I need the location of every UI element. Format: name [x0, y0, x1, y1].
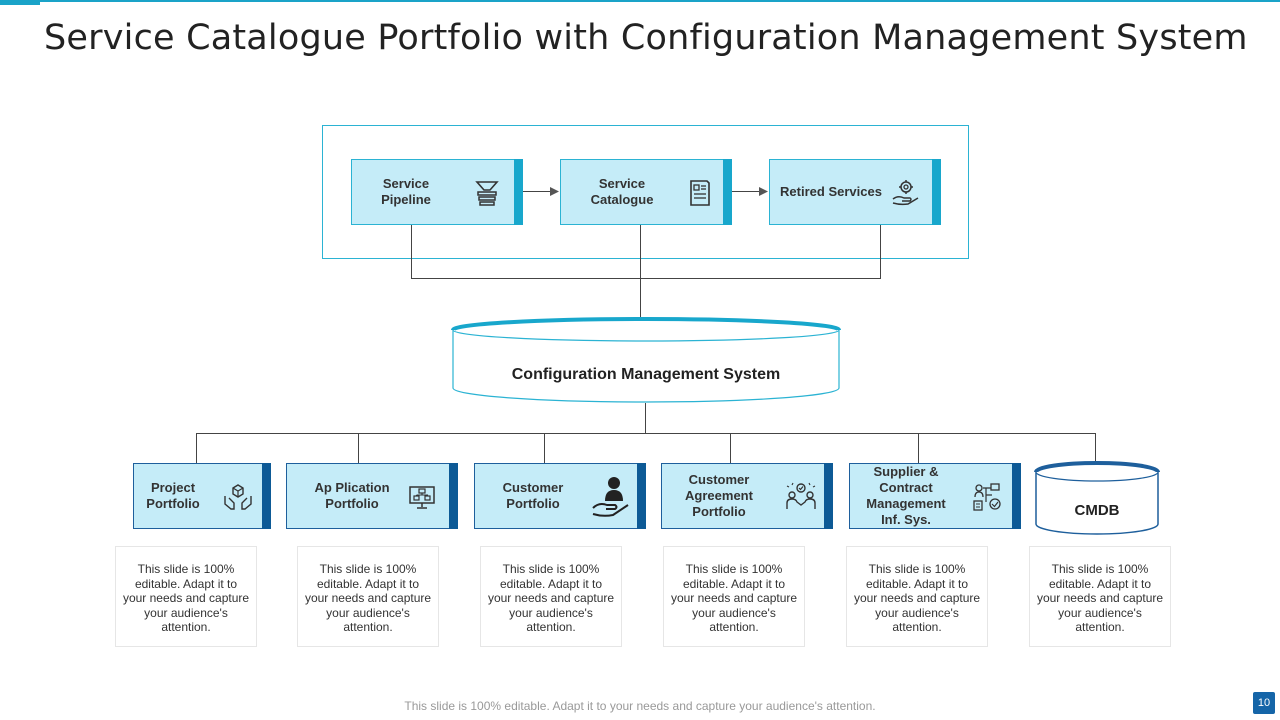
box-accent-bar — [723, 159, 732, 225]
box-accent-bar — [514, 159, 523, 225]
top-rule — [0, 0, 1280, 2]
connector-line — [358, 433, 359, 464]
cmdb-label: CMDB — [1074, 502, 1120, 519]
service-catalogue-box: Service Catalogue — [560, 159, 732, 225]
configuration-management-label: Configuration Management System — [511, 366, 781, 383]
page-title: Service Catalogue Portfolio with Configu… — [44, 18, 1248, 58]
application-portfolio-label: Ap Plication Portfolio — [314, 480, 390, 511]
page-number: 10 — [1253, 692, 1275, 714]
supplier-contract-label: Supplier & Contract Management Inf. Sys. — [866, 464, 946, 527]
project-portfolio-label: Project Portfolio — [146, 480, 200, 511]
connector-line — [411, 225, 412, 279]
retired-services-box: Retired Services — [769, 159, 941, 225]
box-accent-bar — [824, 463, 833, 529]
top-accent-bar — [0, 0, 40, 5]
process-frame — [322, 125, 969, 259]
service-pipeline-box: Service Pipeline — [351, 159, 523, 225]
footer-note: This slide is 100% editable. Adapt it to… — [404, 699, 876, 713]
arrow-head-icon — [759, 187, 768, 196]
connector-line — [411, 278, 881, 279]
box-accent-bar — [262, 463, 271, 529]
hands-cube-icon — [224, 484, 252, 510]
service-pipeline-label: Service Pipeline — [381, 176, 431, 207]
description-box: This slide is 100% editable. Adapt it to… — [297, 546, 439, 647]
funnel-icon — [475, 181, 499, 206]
cmdb-cylinder — [1034, 461, 1160, 535]
connector-line — [640, 225, 641, 321]
description-box: This slide is 100% editable. Adapt it to… — [846, 546, 988, 647]
document-list-icon — [690, 180, 710, 206]
arrow-line — [523, 191, 553, 192]
box-accent-bar — [1012, 463, 1021, 529]
arrow-line — [732, 191, 762, 192]
people-handshake-icon — [786, 482, 816, 509]
person-hand-icon — [592, 477, 629, 517]
box-accent-bar — [637, 463, 646, 529]
connector-line — [196, 433, 197, 464]
connector-line — [880, 225, 881, 279]
supplier-network-icon — [973, 483, 1001, 511]
customer-agreement-portfolio-label: Customer Agreement Portfolio — [685, 472, 753, 519]
connector-line — [1095, 433, 1096, 464]
application-portfolio-box: Ap Plication Portfolio — [286, 463, 458, 529]
configuration-management-cylinder — [451, 317, 841, 403]
service-catalogue-label: Service Catalogue — [590, 176, 654, 207]
computer-network-icon — [409, 486, 435, 509]
box-accent-bar — [932, 159, 941, 225]
supplier-contract-box: Supplier & Contract Management Inf. Sys. — [849, 463, 1021, 529]
description-box: This slide is 100% editable. Adapt it to… — [1029, 546, 1171, 647]
project-portfolio-box: Project Portfolio — [133, 463, 271, 529]
connector-line — [645, 403, 646, 433]
customer-portfolio-box: Customer Portfolio — [474, 463, 646, 529]
connector-line — [196, 433, 1096, 434]
connector-line — [544, 433, 545, 464]
gear-hand-icon — [892, 180, 919, 206]
connector-line — [918, 433, 919, 464]
retired-services-label: Retired Services — [780, 184, 882, 199]
description-box: This slide is 100% editable. Adapt it to… — [115, 546, 257, 647]
description-box: This slide is 100% editable. Adapt it to… — [480, 546, 622, 647]
arrow-head-icon — [550, 187, 559, 196]
connector-line — [730, 433, 731, 464]
customer-portfolio-label: Customer Portfolio — [502, 480, 564, 511]
description-box: This slide is 100% editable. Adapt it to… — [663, 546, 805, 647]
box-accent-bar — [449, 463, 458, 529]
customer-agreement-portfolio-box: Customer Agreement Portfolio — [661, 463, 833, 529]
